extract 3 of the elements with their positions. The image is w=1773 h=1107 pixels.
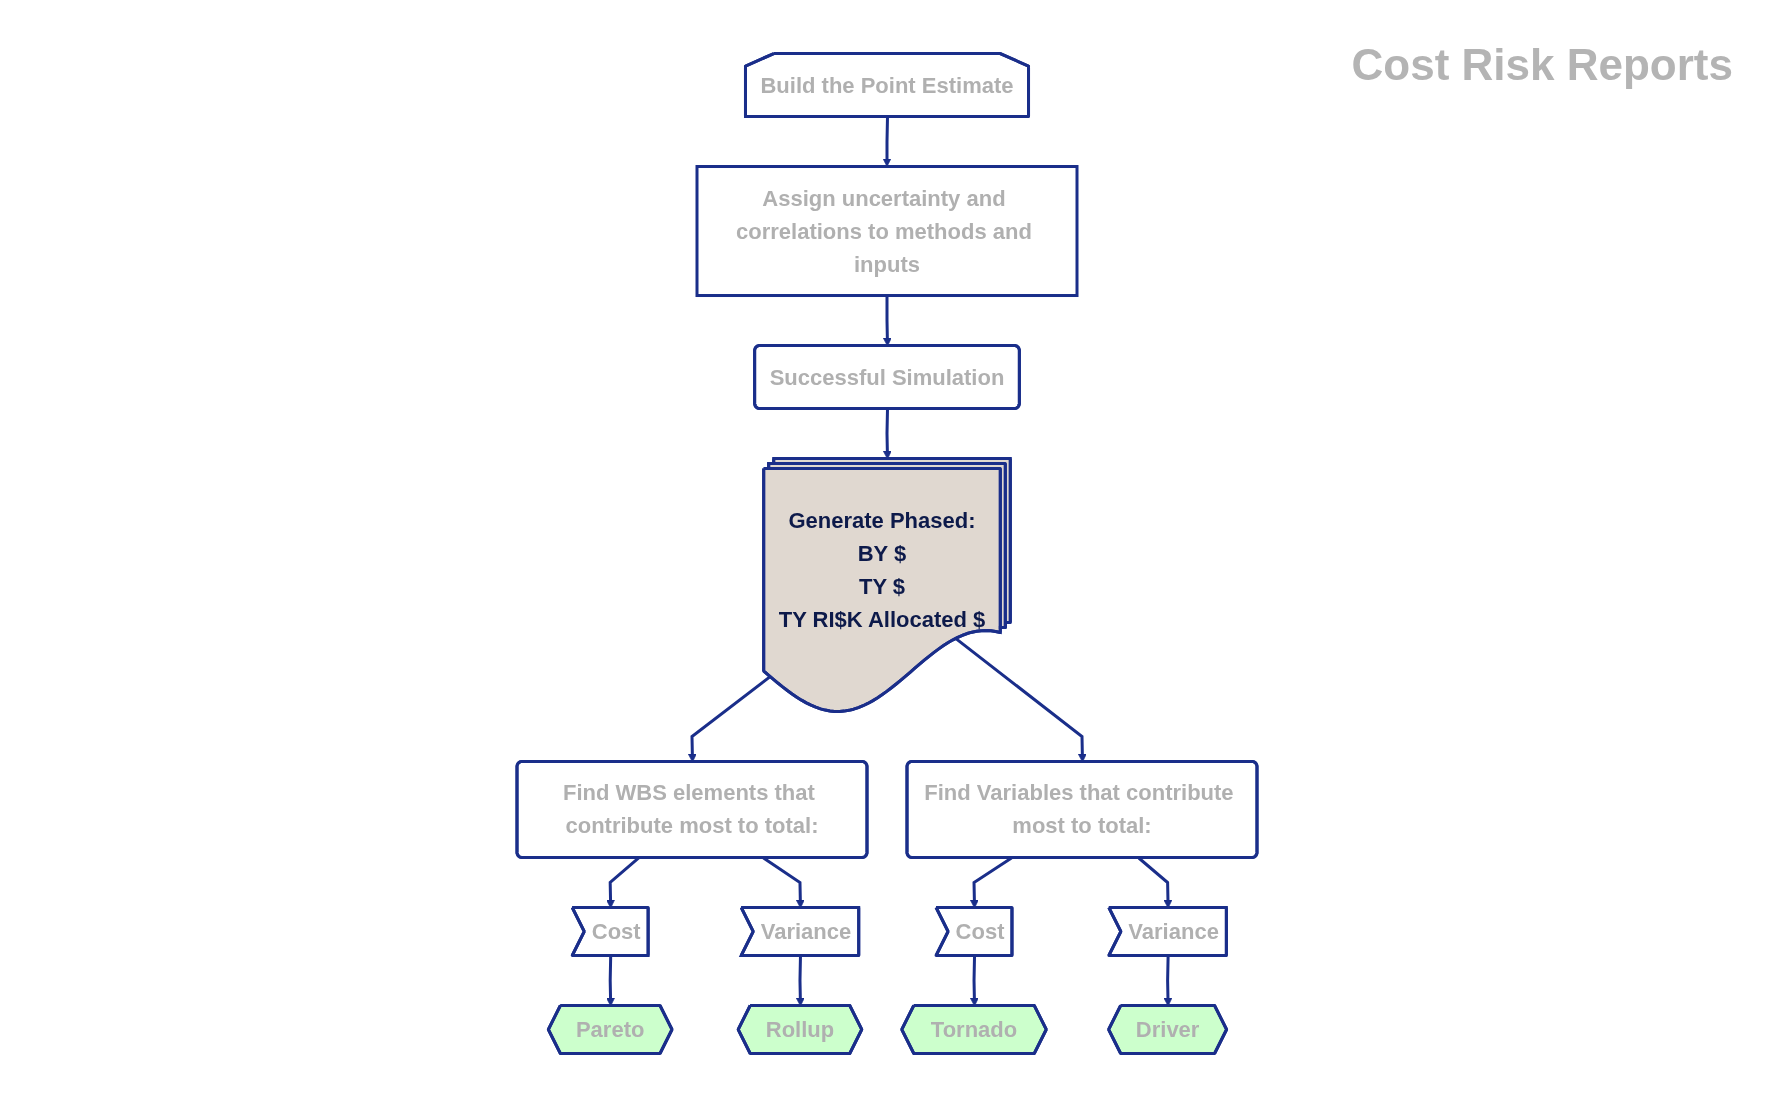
node-box: Assign uncertainty and correlations to methods and inputs <box>695 165 1078 297</box>
diagram-heading: Cost Risk Reports <box>1351 40 1733 90</box>
arrow <box>882 116 891 167</box>
